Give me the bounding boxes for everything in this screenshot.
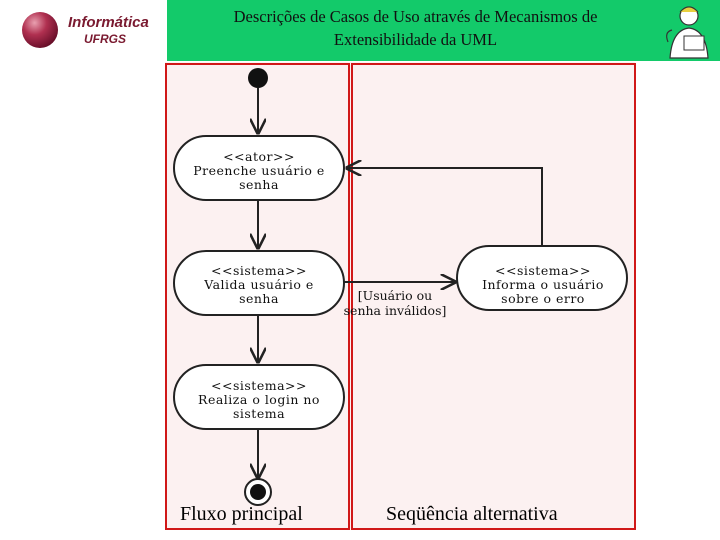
guard-condition-label: [Usuário ou senha inválidos] xyxy=(343,288,447,318)
lane-label-alternative-flow: Seqüência alternativa xyxy=(386,503,558,525)
page-title: Descrições de Casos de Uso através de Me… xyxy=(233,7,598,49)
action-node-1-label: <<ator>> Preenche usuário e senha xyxy=(193,149,325,192)
action-node-3-label: <<sistema>> Realiza o login no sistema xyxy=(198,378,320,421)
flow-node4-to-node1 xyxy=(347,168,543,246)
logo-text-informatica: Informática xyxy=(68,14,149,31)
initial-node xyxy=(248,68,268,88)
swimlane-main-flow xyxy=(165,63,350,530)
mascot-icon xyxy=(666,6,709,59)
header-bar xyxy=(167,0,720,61)
lane-label-main-flow: Fluxo principal xyxy=(180,503,303,525)
logo-text-ufrgs: UFRGS xyxy=(84,32,126,46)
ufrgs-logo: Informática UFRGS xyxy=(20,10,160,50)
logo-globe-icon xyxy=(22,12,58,48)
final-node-inner xyxy=(250,484,266,500)
action-node-2-label: <<sistema>> Valida usuário e senha xyxy=(204,263,314,306)
swimlane-alternative-flow xyxy=(351,63,636,530)
action-node-4-label: <<sistema>> Informa o usuário sobre o er… xyxy=(482,263,604,306)
